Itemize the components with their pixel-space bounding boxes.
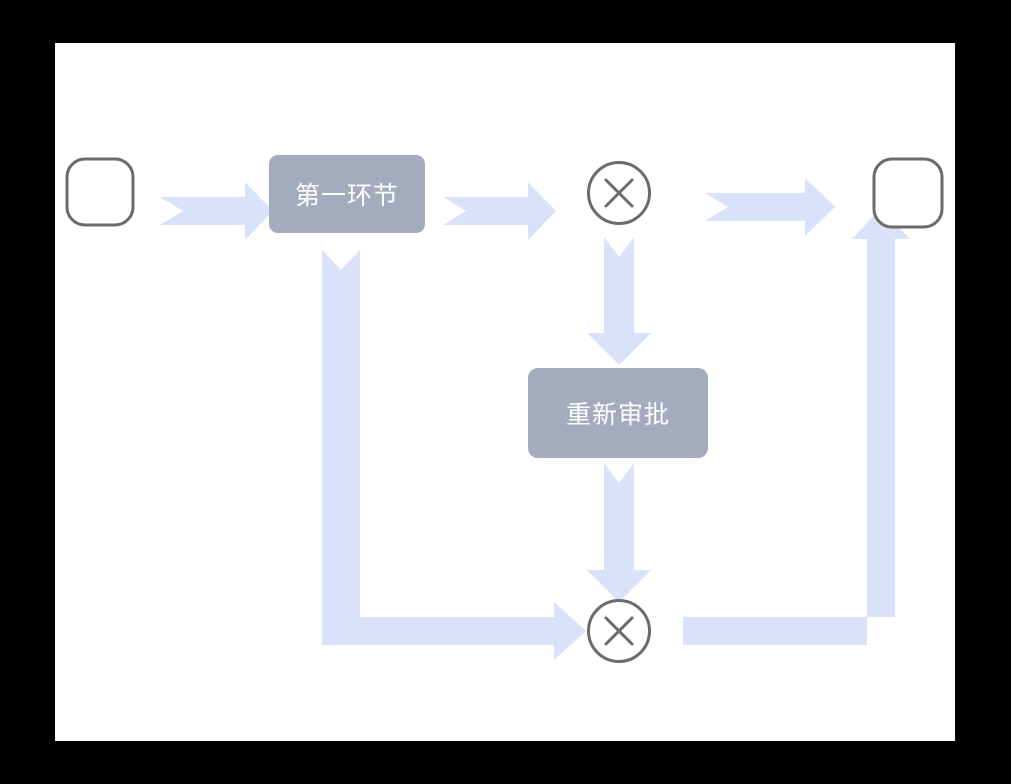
edge-start-to-step1[interactable]: [160, 182, 273, 240]
node-gateway-x-1[interactable]: [587, 161, 651, 225]
node-gateway-x-2[interactable]: [587, 599, 651, 663]
node-task-step-2[interactable]: [528, 368, 708, 458]
node-end-terminal[interactable]: [872, 157, 944, 229]
flowchart-svg: [65, 155, 944, 663]
edge-step1-to-gateway1[interactable]: [443, 182, 556, 240]
node-start-terminal[interactable]: [65, 157, 135, 227]
node-task-step-1[interactable]: [269, 155, 425, 233]
edge-gateway2-to-end[interactable]: [683, 208, 910, 645]
edge-step1-to-gateway2[interactable]: [322, 250, 586, 660]
edge-step2-to-gateway2[interactable]: [587, 463, 651, 602]
edge-gateway1-to-step2[interactable]: [587, 237, 651, 365]
flowchart-canvas[interactable]: 第一环节 重新审批: [55, 43, 955, 741]
edge-gateway1-to-end[interactable]: [705, 178, 835, 236]
